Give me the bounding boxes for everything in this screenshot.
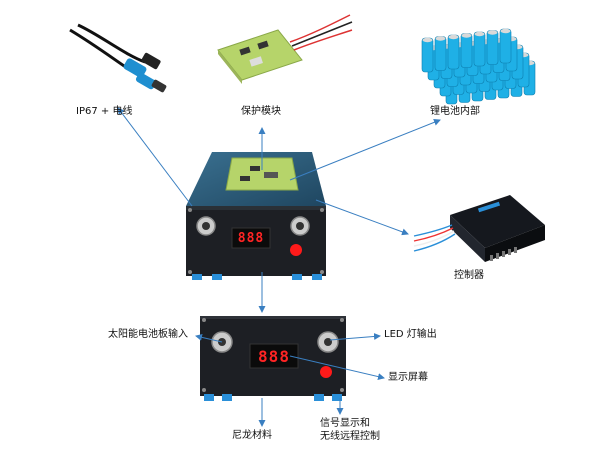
battery-cell-cap <box>474 31 485 37</box>
battery-cell-cap <box>422 37 433 43</box>
cable-image <box>69 23 167 93</box>
battery-cell <box>434 36 447 71</box>
battery-cell <box>486 30 499 65</box>
battery-interior-image <box>421 28 536 105</box>
arrow-display-screen <box>289 355 385 381</box>
bottom-display-digits: 888 <box>258 347 290 366</box>
battery-cell <box>499 28 512 64</box>
label-led-output: LED 灯输出 <box>384 329 437 340</box>
battery-cell-cap <box>500 28 511 34</box>
battery-cell-cap <box>448 34 459 40</box>
callout-arrows <box>117 107 441 427</box>
label-display-screen: 显示屏幕 <box>388 372 428 383</box>
battery-box-3d <box>186 152 326 280</box>
battery-cell <box>447 34 460 70</box>
arrow-led-output <box>329 332 381 341</box>
arrow-to-cable <box>117 107 193 207</box>
top-display-digits: 888 <box>237 231 265 246</box>
arrow-to-controller <box>315 199 409 236</box>
label-solar-input: 太阳能电池板输入 <box>108 329 188 340</box>
battery-cell <box>460 33 473 68</box>
label-signal-line2: 无线远程控制 <box>320 431 380 442</box>
battery-cell <box>473 31 486 67</box>
protection-module-image <box>217 14 353 84</box>
label-battery-interior: 锂电池内部 <box>430 106 480 117</box>
label-protection-module: 保护模块 <box>241 106 281 117</box>
battery-cell-cap <box>435 36 446 41</box>
label-cable: IP67 + 电线 <box>76 106 133 117</box>
battery-cell-cap <box>461 33 472 38</box>
label-controller: 控制器 <box>454 270 484 281</box>
battery-box-front-view <box>200 316 346 401</box>
arrow-to-battery-interior <box>289 118 441 181</box>
label-signal-line1: 信号显示和 <box>320 418 370 429</box>
battery-cell-cap <box>487 30 498 35</box>
arrow-solar-input <box>195 333 223 343</box>
controller-image <box>413 195 545 262</box>
battery-cell <box>421 37 434 73</box>
label-nylon-material: 尼龙材料 <box>232 430 272 441</box>
